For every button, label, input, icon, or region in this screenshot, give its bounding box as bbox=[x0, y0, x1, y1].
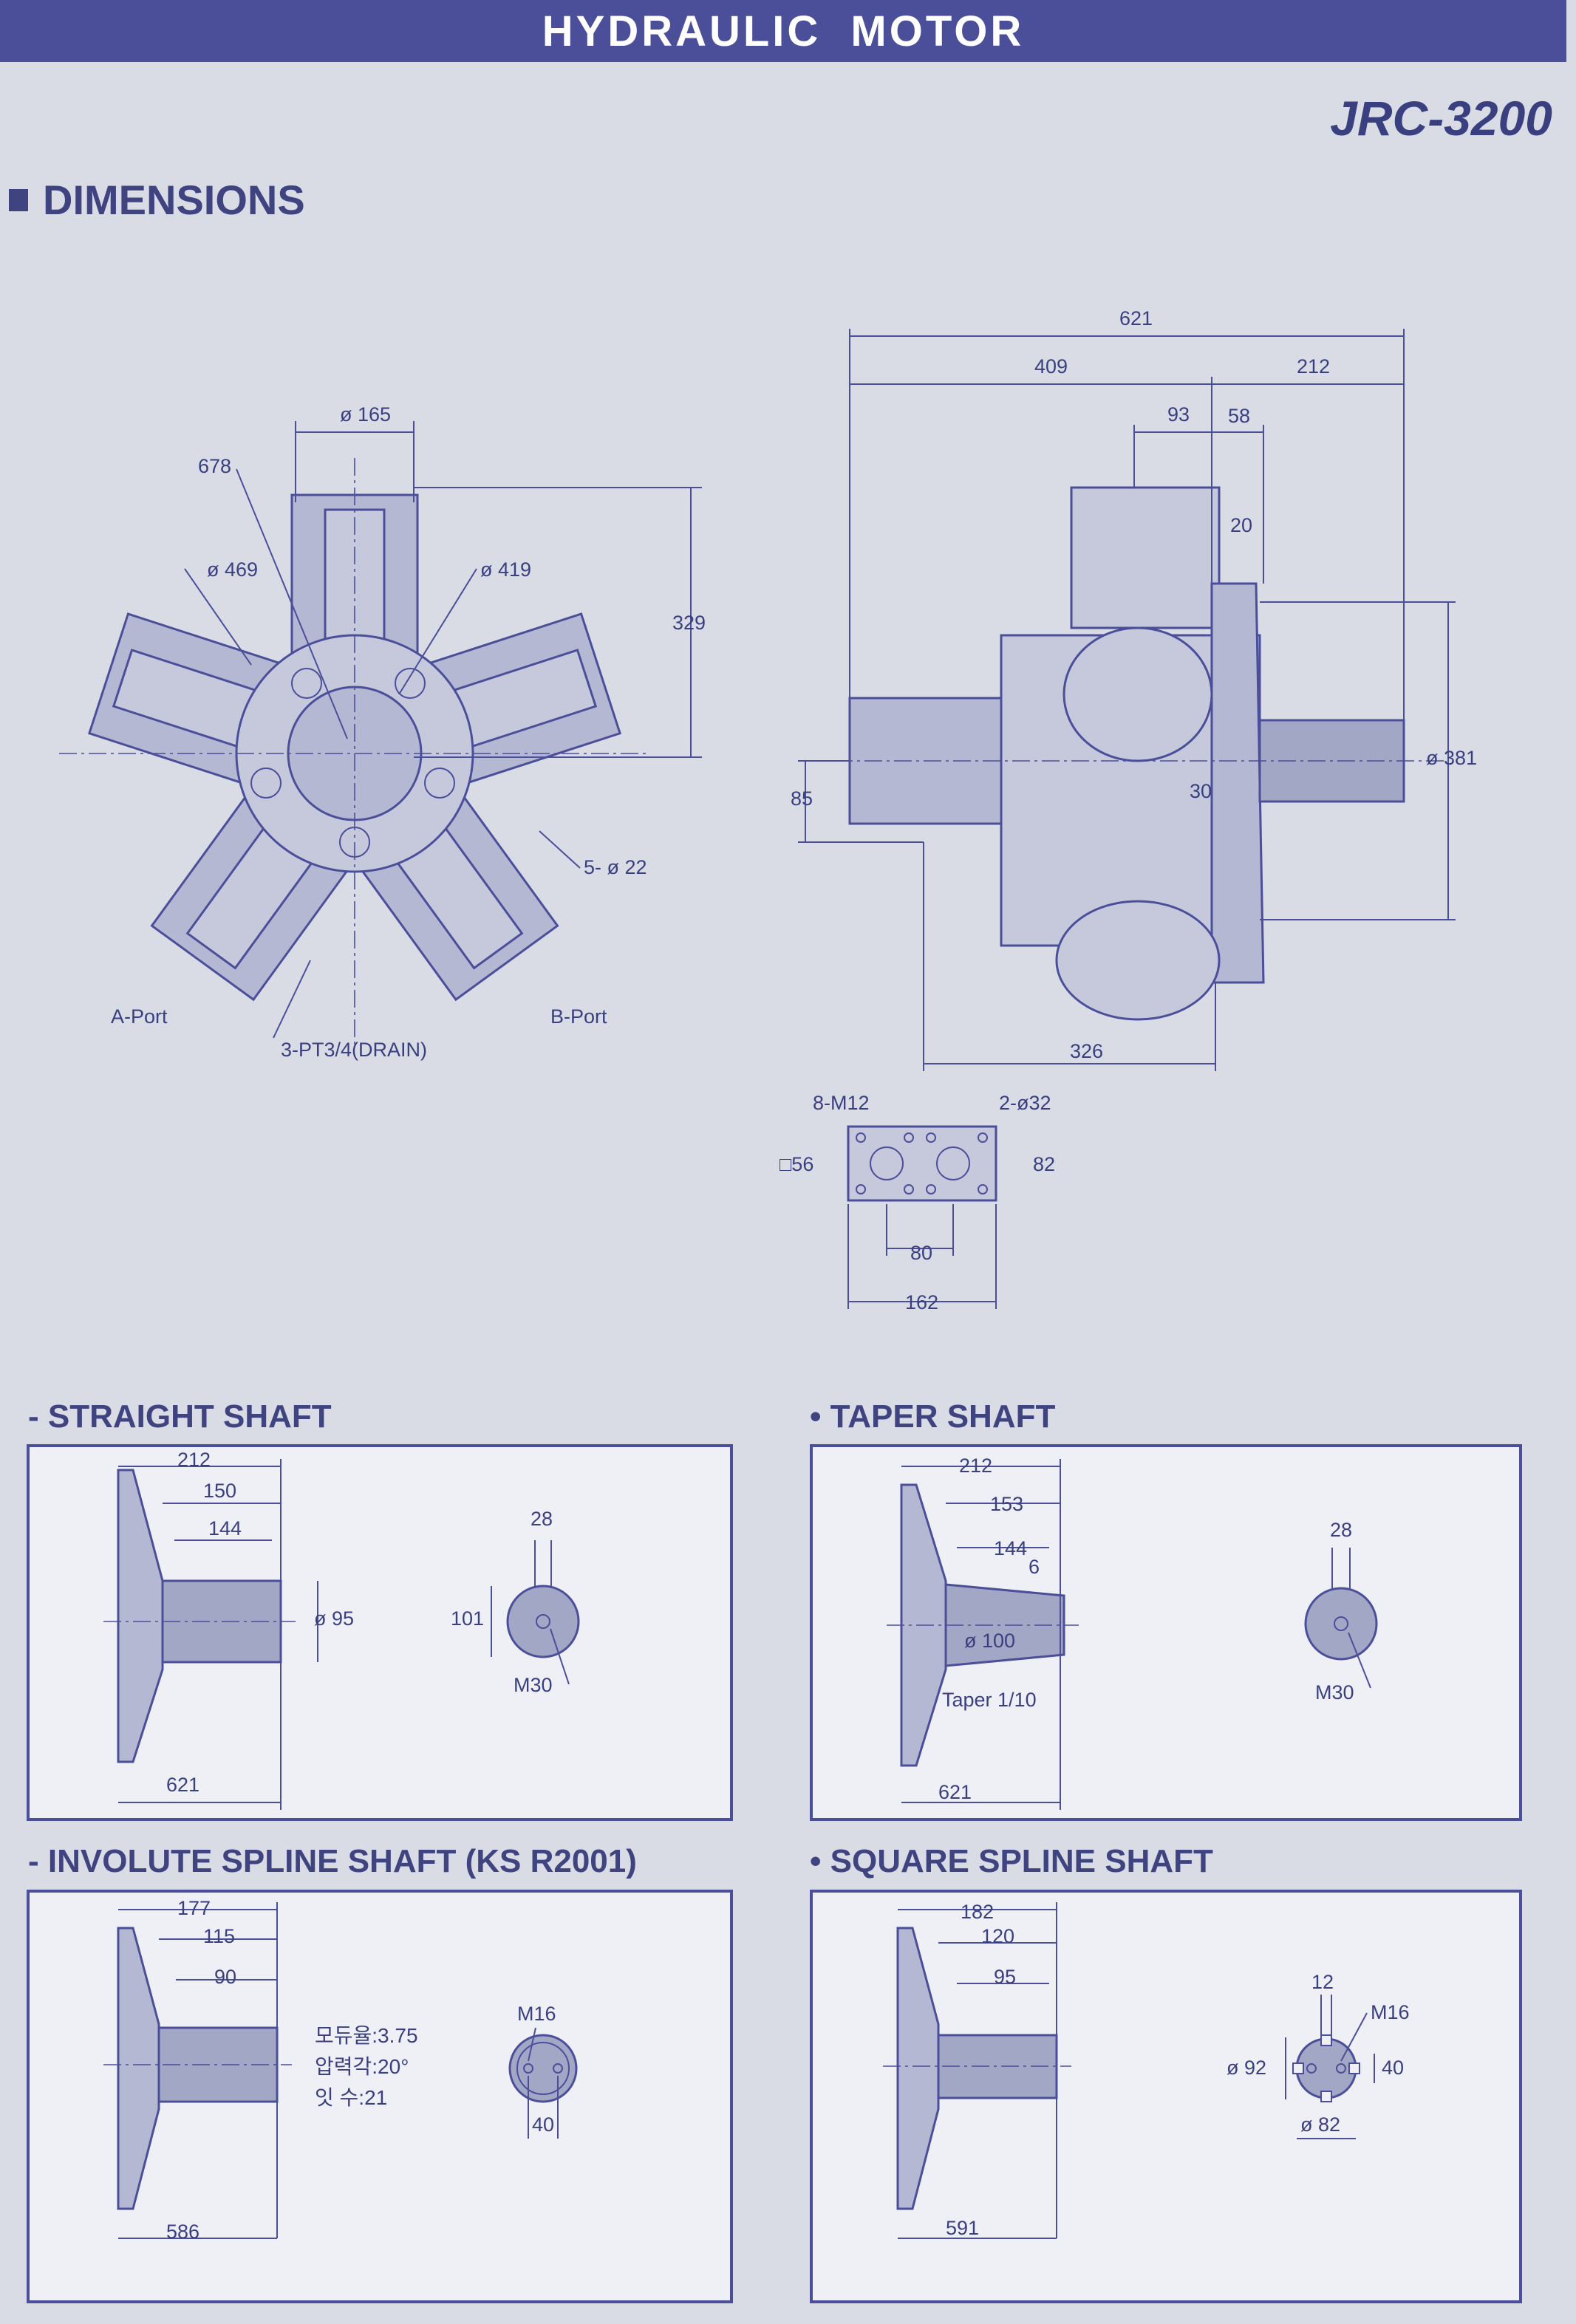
front-view-motor: ø 165 678 ø 469 ø 419 329 5- ø 22 A-Port… bbox=[59, 403, 706, 1061]
dim-is-40: 40 bbox=[532, 2113, 554, 2136]
straight-shaft-drawing: 212 150 144 ø 95 621 28 101 M30 bbox=[103, 1449, 580, 1810]
dim-sq-591: 591 bbox=[946, 2217, 979, 2239]
dim-ts-153: 153 bbox=[990, 1493, 1023, 1515]
section-heading: DIMENSIONS bbox=[9, 176, 305, 224]
dim-ss-28: 28 bbox=[531, 1508, 553, 1530]
dim-front-329: 329 bbox=[672, 612, 706, 634]
dim-sq-d82: ø 82 bbox=[1300, 2113, 1340, 2136]
dim-side-d381: ø 381 bbox=[1426, 747, 1477, 769]
dim-ss-621: 621 bbox=[166, 1774, 199, 1796]
dim-is-586: 586 bbox=[166, 2221, 199, 2243]
dim-side-85: 85 bbox=[791, 787, 813, 810]
spline-spec: 모듀율:3.75 압력각:20° 잇 수:21 bbox=[315, 2020, 418, 2113]
taper-shaft-drawing: 212 153 144 6 ø 100 Taper 1/10 621 28 M3… bbox=[887, 1455, 1378, 1810]
dim-ts-28: 28 bbox=[1330, 1519, 1352, 1541]
dim-ss-150: 150 bbox=[203, 1480, 236, 1502]
square-spline-section bbox=[1295, 2037, 1357, 2099]
dim-side-93: 93 bbox=[1167, 403, 1190, 426]
spline-teeth: 잇 수:21 bbox=[315, 2086, 388, 2109]
label-is-thread: M16 bbox=[517, 2003, 556, 2025]
dim-port-162: 162 bbox=[905, 1291, 938, 1313]
dim-ts-6: 6 bbox=[1029, 1556, 1040, 1578]
dim-ss-212: 212 bbox=[177, 1449, 211, 1471]
dim-front-d469: ø 469 bbox=[207, 558, 258, 581]
label-a-port: A-Port bbox=[111, 1005, 168, 1028]
dim-front-678: 678 bbox=[198, 455, 231, 477]
label-ss-thread: M30 bbox=[514, 1674, 553, 1696]
dim-side-409: 409 bbox=[1034, 355, 1068, 377]
dim-ts-d100: ø 100 bbox=[964, 1630, 1015, 1652]
label-b-port: B-Port bbox=[550, 1005, 607, 1028]
dim-side-212: 212 bbox=[1297, 355, 1330, 377]
dim-side-20: 20 bbox=[1230, 514, 1252, 536]
dim-port-56: □56 bbox=[780, 1153, 813, 1175]
side-view-motor: 621 409 212 93 58 20 ø 381 85 30 326 bbox=[791, 307, 1477, 1071]
spline-pressure-angle: 압력각:20° bbox=[315, 2055, 409, 2078]
label-sq-thread: M16 bbox=[1371, 2001, 1410, 2023]
spline-module: 모듀율:3.75 bbox=[315, 2024, 418, 2047]
dim-ts-212: 212 bbox=[959, 1455, 992, 1477]
dim-sq-12: 12 bbox=[1311, 1971, 1334, 1993]
section-title: DIMENSIONS bbox=[43, 177, 305, 223]
involute-shaft-section bbox=[508, 2034, 578, 2103]
dim-ts-144: 144 bbox=[994, 1537, 1027, 1559]
model-number: JRC-3200 bbox=[1330, 91, 1552, 146]
label-ts-thread: M30 bbox=[1315, 1681, 1354, 1703]
label-port-holes: 2-ø32 bbox=[999, 1092, 1051, 1114]
involute-shaft-drawing: 177 115 90 586 M16 40 bbox=[103, 1897, 578, 2243]
label-drain: 3-PT3/4(DRAIN) bbox=[281, 1039, 427, 1061]
dim-ss-144: 144 bbox=[208, 1517, 242, 1539]
dim-ss-101: 101 bbox=[451, 1607, 484, 1630]
involute-shaft-title: - INVOLUTE SPLINE SHAFT (KS R2001) bbox=[28, 1843, 637, 1879]
label-bolt-holes: 5- ø 22 bbox=[584, 856, 647, 878]
dim-front-d165: ø 165 bbox=[340, 403, 391, 426]
dim-sq-40: 40 bbox=[1382, 2057, 1404, 2079]
label-port-bolts: 8-M12 bbox=[813, 1092, 870, 1114]
square-shaft-title: • SQUARE SPLINE SHAFT bbox=[810, 1843, 1213, 1879]
banner-title: HYDRAULIC MOTOR bbox=[542, 7, 1025, 55]
taper-shaft-section bbox=[1304, 1587, 1378, 1661]
dim-front-d419: ø 419 bbox=[480, 558, 531, 581]
dim-side-30: 30 bbox=[1190, 780, 1212, 802]
dim-sq-d92: ø 92 bbox=[1227, 2057, 1266, 2079]
dim-is-115: 115 bbox=[203, 1925, 235, 1947]
dim-port-80: 80 bbox=[910, 1242, 932, 1264]
port-detail: 8-M12 2-ø32 □56 82 80 162 bbox=[780, 1092, 1055, 1313]
title-banner: HYDRAULIC MOTOR bbox=[0, 0, 1566, 62]
dim-sq-95: 95 bbox=[994, 1966, 1016, 1988]
dim-port-82: 82 bbox=[1033, 1153, 1055, 1175]
dim-ts-621: 621 bbox=[938, 1781, 972, 1803]
dim-side-58: 58 bbox=[1228, 405, 1250, 427]
dim-ss-d95: ø 95 bbox=[314, 1607, 354, 1630]
taper-shaft-title: • TAPER SHAFT bbox=[810, 1398, 1056, 1435]
dim-sq-182: 182 bbox=[961, 1901, 994, 1923]
dim-side-621: 621 bbox=[1119, 307, 1153, 329]
dim-is-90: 90 bbox=[214, 1966, 236, 1988]
dim-sq-120: 120 bbox=[981, 1925, 1014, 1947]
label-ts-taper: Taper 1/10 bbox=[942, 1689, 1037, 1711]
straight-shaft-section bbox=[506, 1585, 580, 1658]
dim-is-177: 177 bbox=[177, 1897, 211, 1919]
square-bullet-icon bbox=[9, 188, 28, 211]
dim-side-326: 326 bbox=[1070, 1040, 1103, 1062]
port-flange bbox=[847, 1125, 997, 1202]
straight-shaft-title: - STRAIGHT SHAFT bbox=[28, 1398, 332, 1435]
square-shaft-drawing: 182 120 95 591 12 M16 ø 92 40 ø 82 bbox=[883, 1901, 1410, 2239]
